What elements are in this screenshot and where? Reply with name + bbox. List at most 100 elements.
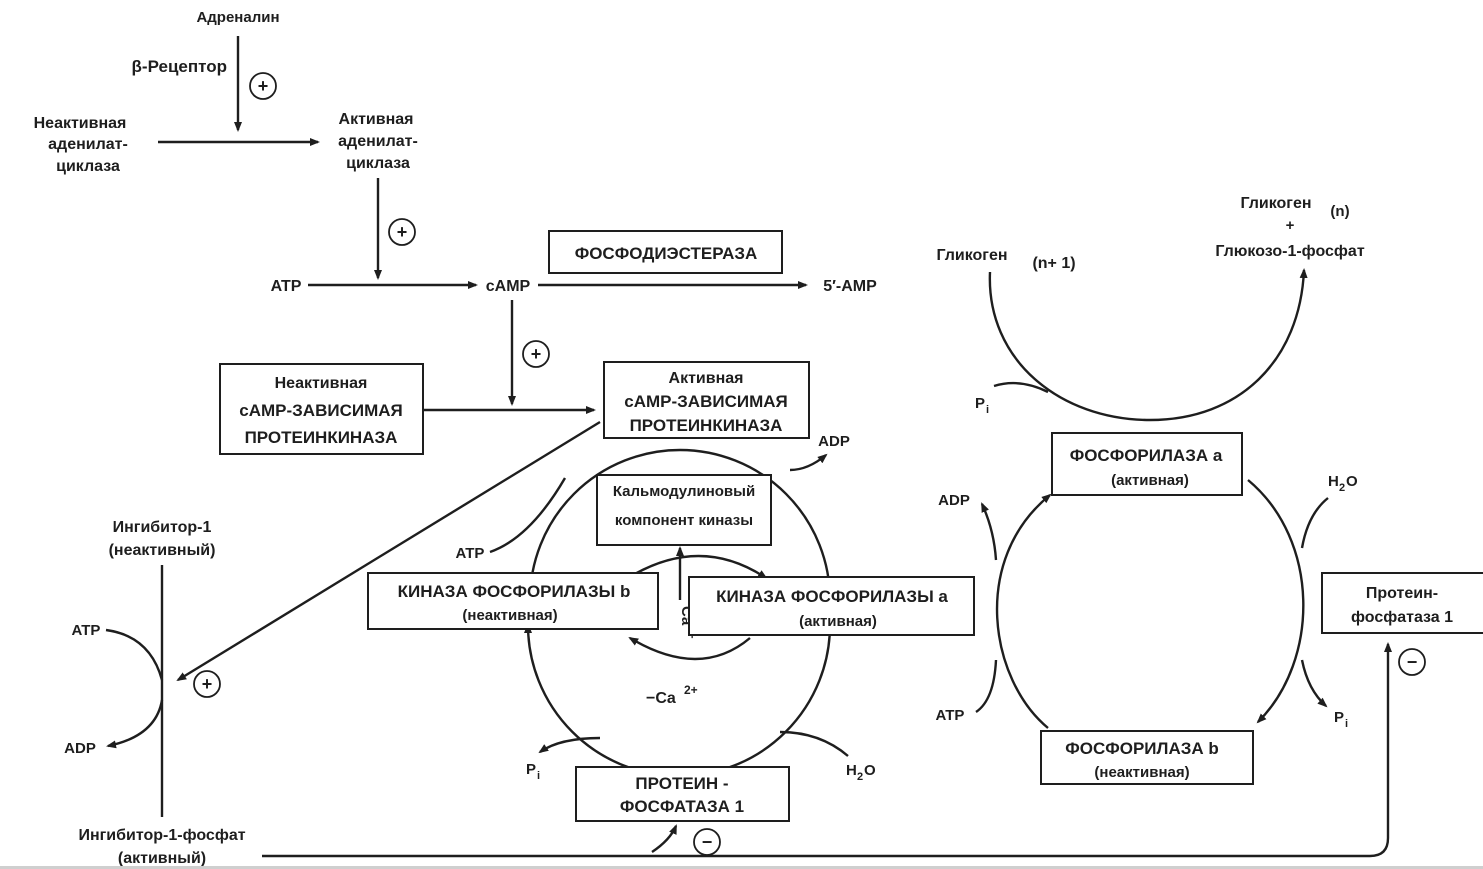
svg-text:ПРОТЕИН -: ПРОТЕИН - (635, 774, 728, 793)
beta-receptor-label: β-Рецептор (132, 57, 227, 76)
protein-phosphatase-1-label: Протеин- фосфатаза 1 (1351, 585, 1453, 626)
pi-label: P i (1334, 709, 1348, 730)
calmodulin-box (596, 474, 772, 546)
protein-phosphatase-1-box (1321, 572, 1483, 634)
protein-phosphatase-1-label: ПРОТЕИН - ФОСФАТАЗА 1 (620, 774, 744, 816)
h2o-label: H 2 O (846, 762, 876, 783)
phosphorylase-b-box (1040, 730, 1254, 785)
svg-text:ФОСФОРИЛАЗА a: ФОСФОРИЛАЗА a (1070, 446, 1223, 465)
active-pka-label: Активная cAMP-ЗАВИСИМАЯ ПРОТЕИНКИНАЗА (624, 370, 787, 435)
inactive-adenylate-cyclase: Неактивная аденилат- циклаза (34, 115, 128, 175)
svg-text:ФОСФОРИЛАЗА b: ФОСФОРИЛАЗА b (1065, 739, 1219, 758)
adp-out-branch (980, 502, 998, 561)
inhibitor-to-pp1-arrow (262, 642, 1392, 858)
svg-text:P: P (1334, 709, 1344, 726)
svg-text:Кальмодулиновый: Кальмодулиновый (613, 483, 755, 500)
adp-out-branch (789, 453, 828, 472)
svg-text:Протеин-: Протеин- (1366, 585, 1438, 602)
phosphodiesterase-box (548, 230, 783, 274)
svg-text:(активная): (активная) (1111, 472, 1189, 489)
svg-text:ФОСФАТАЗА 1: ФОСФАТАЗА 1 (620, 797, 744, 816)
svg-text:2: 2 (857, 771, 863, 783)
h2o-in-branch (779, 730, 849, 757)
svg-text:O: O (1346, 473, 1358, 490)
pi-in-branch (993, 381, 1049, 394)
svg-text:аденилат-: аденилат- (338, 133, 418, 150)
glycogen-n1-label: Гликоген (n+ 1) (936, 247, 1075, 272)
svg-text:Активная: Активная (669, 370, 744, 387)
svg-text:P: P (526, 761, 536, 778)
phosphorylase-b-label: ФОСФОРИЛАЗА b (неактивная) (1065, 739, 1219, 781)
svg-text:+: + (258, 76, 269, 96)
svg-text:H: H (846, 762, 857, 779)
svg-text:cAMP-ЗАВИСИМАЯ: cAMP-ЗАВИСИМАЯ (239, 401, 402, 420)
ca-minus-label: −Ca 2+ (646, 683, 698, 707)
atp-label: ATP (456, 545, 485, 562)
adp-out-branch (106, 699, 164, 749)
atp-label: ATP (271, 278, 302, 295)
phosphorylase-deactivation-arc (1247, 479, 1305, 724)
svg-text:2+: 2+ (684, 683, 698, 697)
pi-out-branch (1300, 659, 1328, 708)
svg-text:H: H (1328, 473, 1339, 490)
camp-label: cAMP (486, 278, 531, 295)
phosphorylase-a-label: ФОСФОРИЛАЗА a (активная) (1070, 446, 1223, 489)
svg-text:Ингибитор-1: Ингибитор-1 (113, 519, 212, 536)
pi-label: P i (526, 761, 540, 782)
svg-text:+: + (1286, 217, 1295, 234)
svg-text:КИНАЗА ФОСФОРИЛАЗЫ b: КИНАЗА ФОСФОРИЛАЗЫ b (398, 582, 631, 601)
kinase-b-box (367, 572, 659, 630)
svg-text:i: i (1345, 718, 1348, 730)
svg-text:Гликоген: Гликоген (936, 247, 1007, 264)
inhibitor-1-inactive-label: Ингибитор-1 (неактивный) (109, 519, 216, 559)
activation-sign: + (522, 340, 550, 368)
svg-text:2: 2 (1339, 482, 1345, 494)
h2o-in-branch (1300, 497, 1329, 549)
kinase-a-box (688, 576, 975, 636)
adrenaline-label: Адреналин (196, 9, 279, 26)
kinase-activation-arc (528, 448, 834, 602)
svg-text:+: + (531, 344, 542, 364)
svg-text:аденилат-: аденилат- (48, 136, 128, 153)
atp-in-branch (975, 659, 998, 713)
adp-label: ADP (938, 492, 970, 509)
pi-label: P i (975, 395, 989, 416)
svg-text:i: i (537, 770, 540, 782)
svg-text:циклаза: циклаза (56, 158, 120, 175)
5-amp-label: 5′-AMP (823, 278, 877, 295)
svg-text:i: i (986, 404, 989, 416)
svg-text:+: + (202, 674, 213, 694)
kinase-deactivation-arc (524, 623, 832, 778)
svg-text:+: + (397, 222, 408, 242)
atp-label: ATP (72, 622, 101, 639)
phosphodiesterase-label: ФОСФОДИЭСТЕРАЗА (575, 244, 758, 263)
ca-release-arc (628, 636, 751, 661)
glycogen-breakdown-arc (988, 268, 1308, 422)
page-bottom-rule (0, 866, 1483, 869)
svg-text:(активная): (активная) (799, 613, 877, 630)
glycogen-n-label: Гликоген (n) + Глюкозо-1-фосфат (1215, 195, 1364, 260)
activation-sign: + (249, 72, 277, 100)
svg-text:КИНАЗА ФОСФОРИЛАЗЫ a: КИНАЗА ФОСФОРИЛАЗЫ a (716, 587, 948, 606)
svg-text:Ингибитор-1-фосфат: Ингибитор-1-фосфат (78, 827, 245, 844)
svg-text:ПРОТЕИНКИНАЗА: ПРОТЕИНКИНАЗА (245, 428, 398, 447)
pi-out-branch (538, 736, 601, 754)
svg-text:−: − (702, 832, 713, 852)
svg-text:Активная: Активная (339, 111, 414, 128)
active-pka-box (603, 361, 810, 439)
svg-text:компонент киназы: компонент киназы (615, 512, 753, 529)
svg-text:ПРОТЕИНКИНАЗА: ПРОТЕИНКИНАЗА (630, 416, 783, 435)
svg-text:Неактивная: Неактивная (275, 375, 368, 392)
inhibitor-1-active-label: Ингибитор-1-фосфат (активный) (78, 827, 245, 867)
svg-text:Глюкозо-1-фосфат: Глюкозо-1-фосфат (1215, 243, 1364, 260)
atp-label: ATP (936, 707, 965, 724)
svg-text:Неактивная: Неактивная (34, 115, 127, 132)
calmodulin-label: Кальмодулиновый компонент киназы (613, 483, 755, 529)
adp-label: ADP (818, 433, 850, 450)
svg-text:фосфатаза 1: фосфатаза 1 (1351, 609, 1453, 626)
svg-text:(активный): (активный) (118, 850, 206, 867)
svg-text:cAMP-ЗАВИСИМАЯ: cAMP-ЗАВИСИМАЯ (624, 392, 787, 411)
kinase-a-label: КИНАЗА ФОСФОРИЛАЗЫ a (активная) (716, 587, 948, 630)
protein-phosphatase-1-box (575, 766, 790, 822)
